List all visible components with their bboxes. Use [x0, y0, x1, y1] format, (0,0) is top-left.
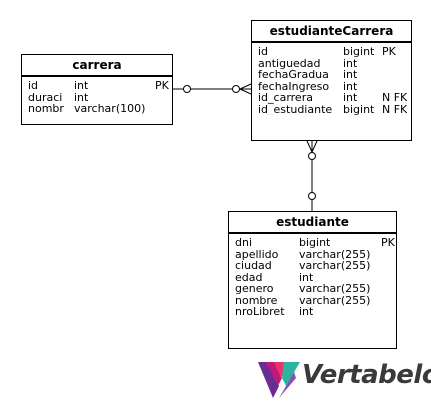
column-type: varchar(255) [299, 260, 371, 272]
column-name: nombr [28, 103, 64, 115]
vertabelo-logo: Vertabelo [256, 356, 431, 400]
column-name: id_carrera [258, 92, 313, 104]
column-name: duraci [28, 91, 63, 103]
column-row: nombre varchar(255) [235, 295, 396, 307]
optional-many-marker [232, 85, 240, 93]
column-name: dni [235, 237, 253, 249]
column-name: apellido [235, 248, 279, 260]
column-name: edad [235, 271, 263, 283]
column-row: antiguedad int [258, 58, 411, 70]
entity-title: estudianteCarrera [252, 21, 411, 43]
entity-estudiante[interactable]: estudiante dni bigint PK apellido varcha… [228, 211, 397, 349]
column-type: int [74, 80, 89, 92]
column-type: varchar(255) [299, 248, 371, 260]
column-name: id [258, 46, 269, 58]
column-type: varchar(255) [299, 283, 371, 295]
column-name: id_estudiante [258, 103, 333, 115]
column-type: int [299, 271, 314, 283]
entity-estudiantecarrera[interactable]: estudianteCarrera id bigint PK antigueda… [251, 20, 412, 141]
column-type: bigint [343, 103, 375, 115]
column-row: duraci int [28, 92, 172, 104]
column-row: ciudad varchar(255) [235, 260, 396, 272]
column-row: dni bigint PK [235, 237, 396, 249]
crowfoot-line [306, 140, 313, 153]
column-type: int [343, 80, 358, 92]
column-key: PK [155, 80, 169, 92]
column-row: nombr varchar(100) [28, 103, 172, 115]
column-type: bigint [299, 237, 331, 249]
column-type: int [74, 91, 89, 103]
column-type: int [299, 306, 314, 318]
crowfoot-line [311, 140, 318, 153]
column-row: fechaIngreso int [258, 81, 411, 93]
column-row: nroLibret int [235, 306, 396, 318]
column-row: edad int [235, 272, 396, 284]
column-key: PK [382, 46, 396, 58]
column-type: bigint [343, 46, 375, 58]
entity-title: estudiante [229, 212, 396, 234]
column-key: PK [381, 237, 395, 249]
column-name: antiguedad [258, 57, 321, 69]
column-row: id_estudiante bigint N FK [258, 104, 411, 116]
optional-one-marker [183, 85, 191, 93]
column-row: id_carrera int N FK [258, 92, 411, 104]
column-type: varchar(100) [74, 103, 146, 115]
column-row: id int PK [28, 80, 172, 92]
column-list: id int PK duraci int nombr varchar(100) [22, 77, 172, 115]
column-row: fechaGradua int [258, 69, 411, 81]
column-row: apellido varchar(255) [235, 249, 396, 261]
column-name: fechaIngreso [258, 80, 330, 92]
column-name: genero [235, 283, 274, 295]
column-row: genero varchar(255) [235, 283, 396, 295]
column-name: nroLibret [235, 306, 285, 318]
column-name: fechaGradua [258, 69, 329, 81]
column-key: N FK [382, 92, 408, 104]
crowfoot-line [239, 83, 252, 90]
optional-one-marker [308, 192, 316, 200]
entity-title: carrera [22, 55, 172, 77]
column-name: id [28, 80, 39, 92]
optional-many-marker [308, 152, 316, 160]
column-name: ciudad [235, 260, 272, 272]
column-type: int [343, 57, 358, 69]
column-name: nombre [235, 294, 278, 306]
column-type: varchar(255) [299, 294, 371, 306]
column-row: id bigint PK [258, 46, 411, 58]
column-type: int [343, 69, 358, 81]
column-key: N FK [382, 103, 408, 115]
crowfoot-line [239, 88, 252, 95]
column-list: dni bigint PK apellido varchar(255) ciud… [229, 234, 396, 318]
vertabelo-logo-text: Vertabelo [302, 360, 431, 390]
vertabelo-logo-icon [258, 362, 300, 398]
column-list: id bigint PK antiguedad int fechaGradua … [252, 43, 411, 115]
column-type: int [343, 92, 358, 104]
entity-carrera[interactable]: carrera id int PK duraci int nombr varch… [21, 54, 173, 125]
